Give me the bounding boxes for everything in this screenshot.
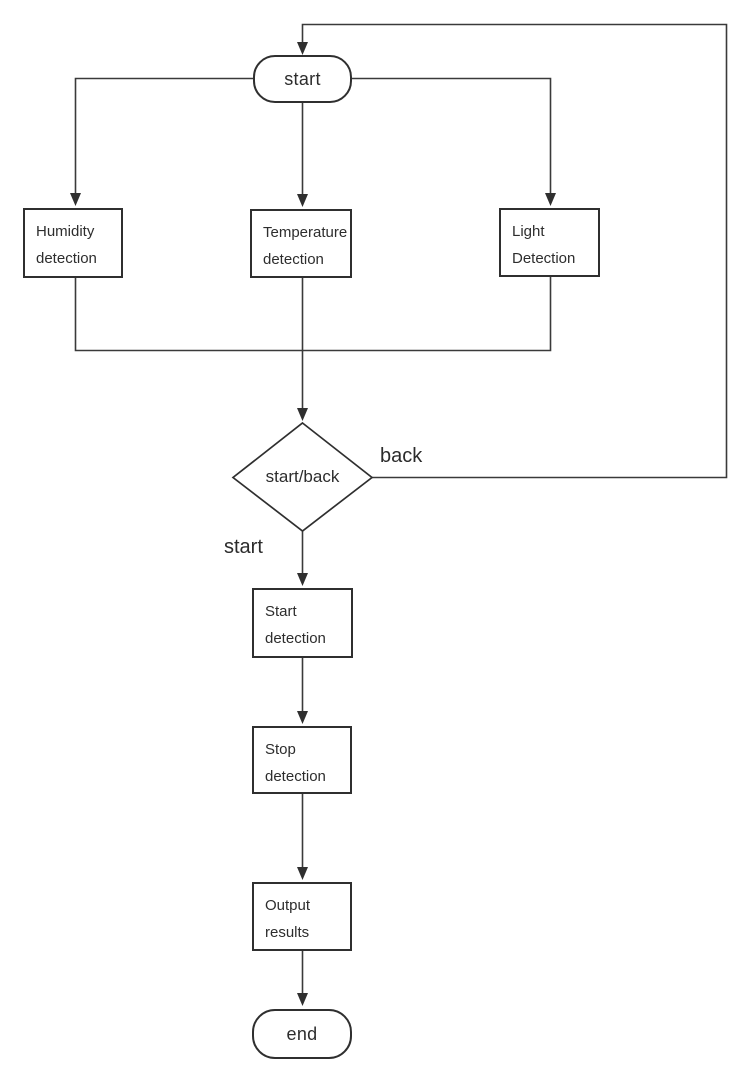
start-node-label: start: [284, 68, 321, 89]
start-detection-label-line2: detection: [265, 630, 326, 647]
arrowhead-into-humidity: [70, 193, 81, 206]
humidity-detection-node: Humidity detection: [23, 208, 123, 278]
arrowhead-into-light: [545, 193, 556, 206]
temperature-detection-node: Temperature detection: [250, 209, 352, 278]
stop-detection-label-line2: detection: [265, 768, 326, 785]
end-node-label: end: [286, 1023, 318, 1044]
arrowhead-into-temperature: [297, 194, 308, 207]
temperature-detection-label-line2: detection: [263, 251, 324, 268]
start-node: start: [253, 55, 352, 103]
arrowhead-into-output-results: [297, 867, 308, 880]
edge-label-start: start: [224, 536, 263, 558]
edge-start-to-light: [352, 77, 552, 193]
output-results-label-line2: results: [265, 924, 310, 941]
output-results-node: Output results: [252, 882, 352, 951]
edge-label-back: back: [380, 445, 423, 467]
temperature-detection-label-line1: Temperature: [263, 224, 348, 241]
start-detection-node: Start detection: [252, 588, 353, 658]
light-detection-label-line2: Detection: [512, 250, 576, 267]
edge-humidity-to-merge: [74, 278, 303, 352]
arrowhead-into-start-detection: [297, 573, 308, 586]
arrowhead-into-stop-detection: [297, 711, 308, 724]
edge-back-loop: [301, 23, 728, 479]
arrowhead-into-decision: [297, 408, 308, 421]
light-detection-label-line1: Light: [512, 223, 545, 240]
stop-detection-node: Stop detection: [252, 726, 352, 794]
stop-detection-label-line1: Stop: [265, 741, 296, 758]
humidity-detection-label-line1: Humidity: [36, 223, 95, 240]
output-results-label-line1: Output: [265, 897, 311, 914]
end-node: end: [252, 1009, 352, 1059]
light-detection-node: Light Detection: [499, 208, 600, 277]
edge-start-to-humidity: [74, 77, 253, 193]
start-detection-label-line1: Start: [265, 603, 297, 620]
decision-node-shape: [231, 421, 374, 533]
decision-node-label: start/back: [265, 467, 340, 486]
edge-light-to-merge: [302, 277, 552, 352]
humidity-detection-label-line2: detection: [36, 250, 97, 267]
arrowhead-into-end: [297, 993, 308, 1006]
arrowhead-into-start: [297, 42, 308, 55]
